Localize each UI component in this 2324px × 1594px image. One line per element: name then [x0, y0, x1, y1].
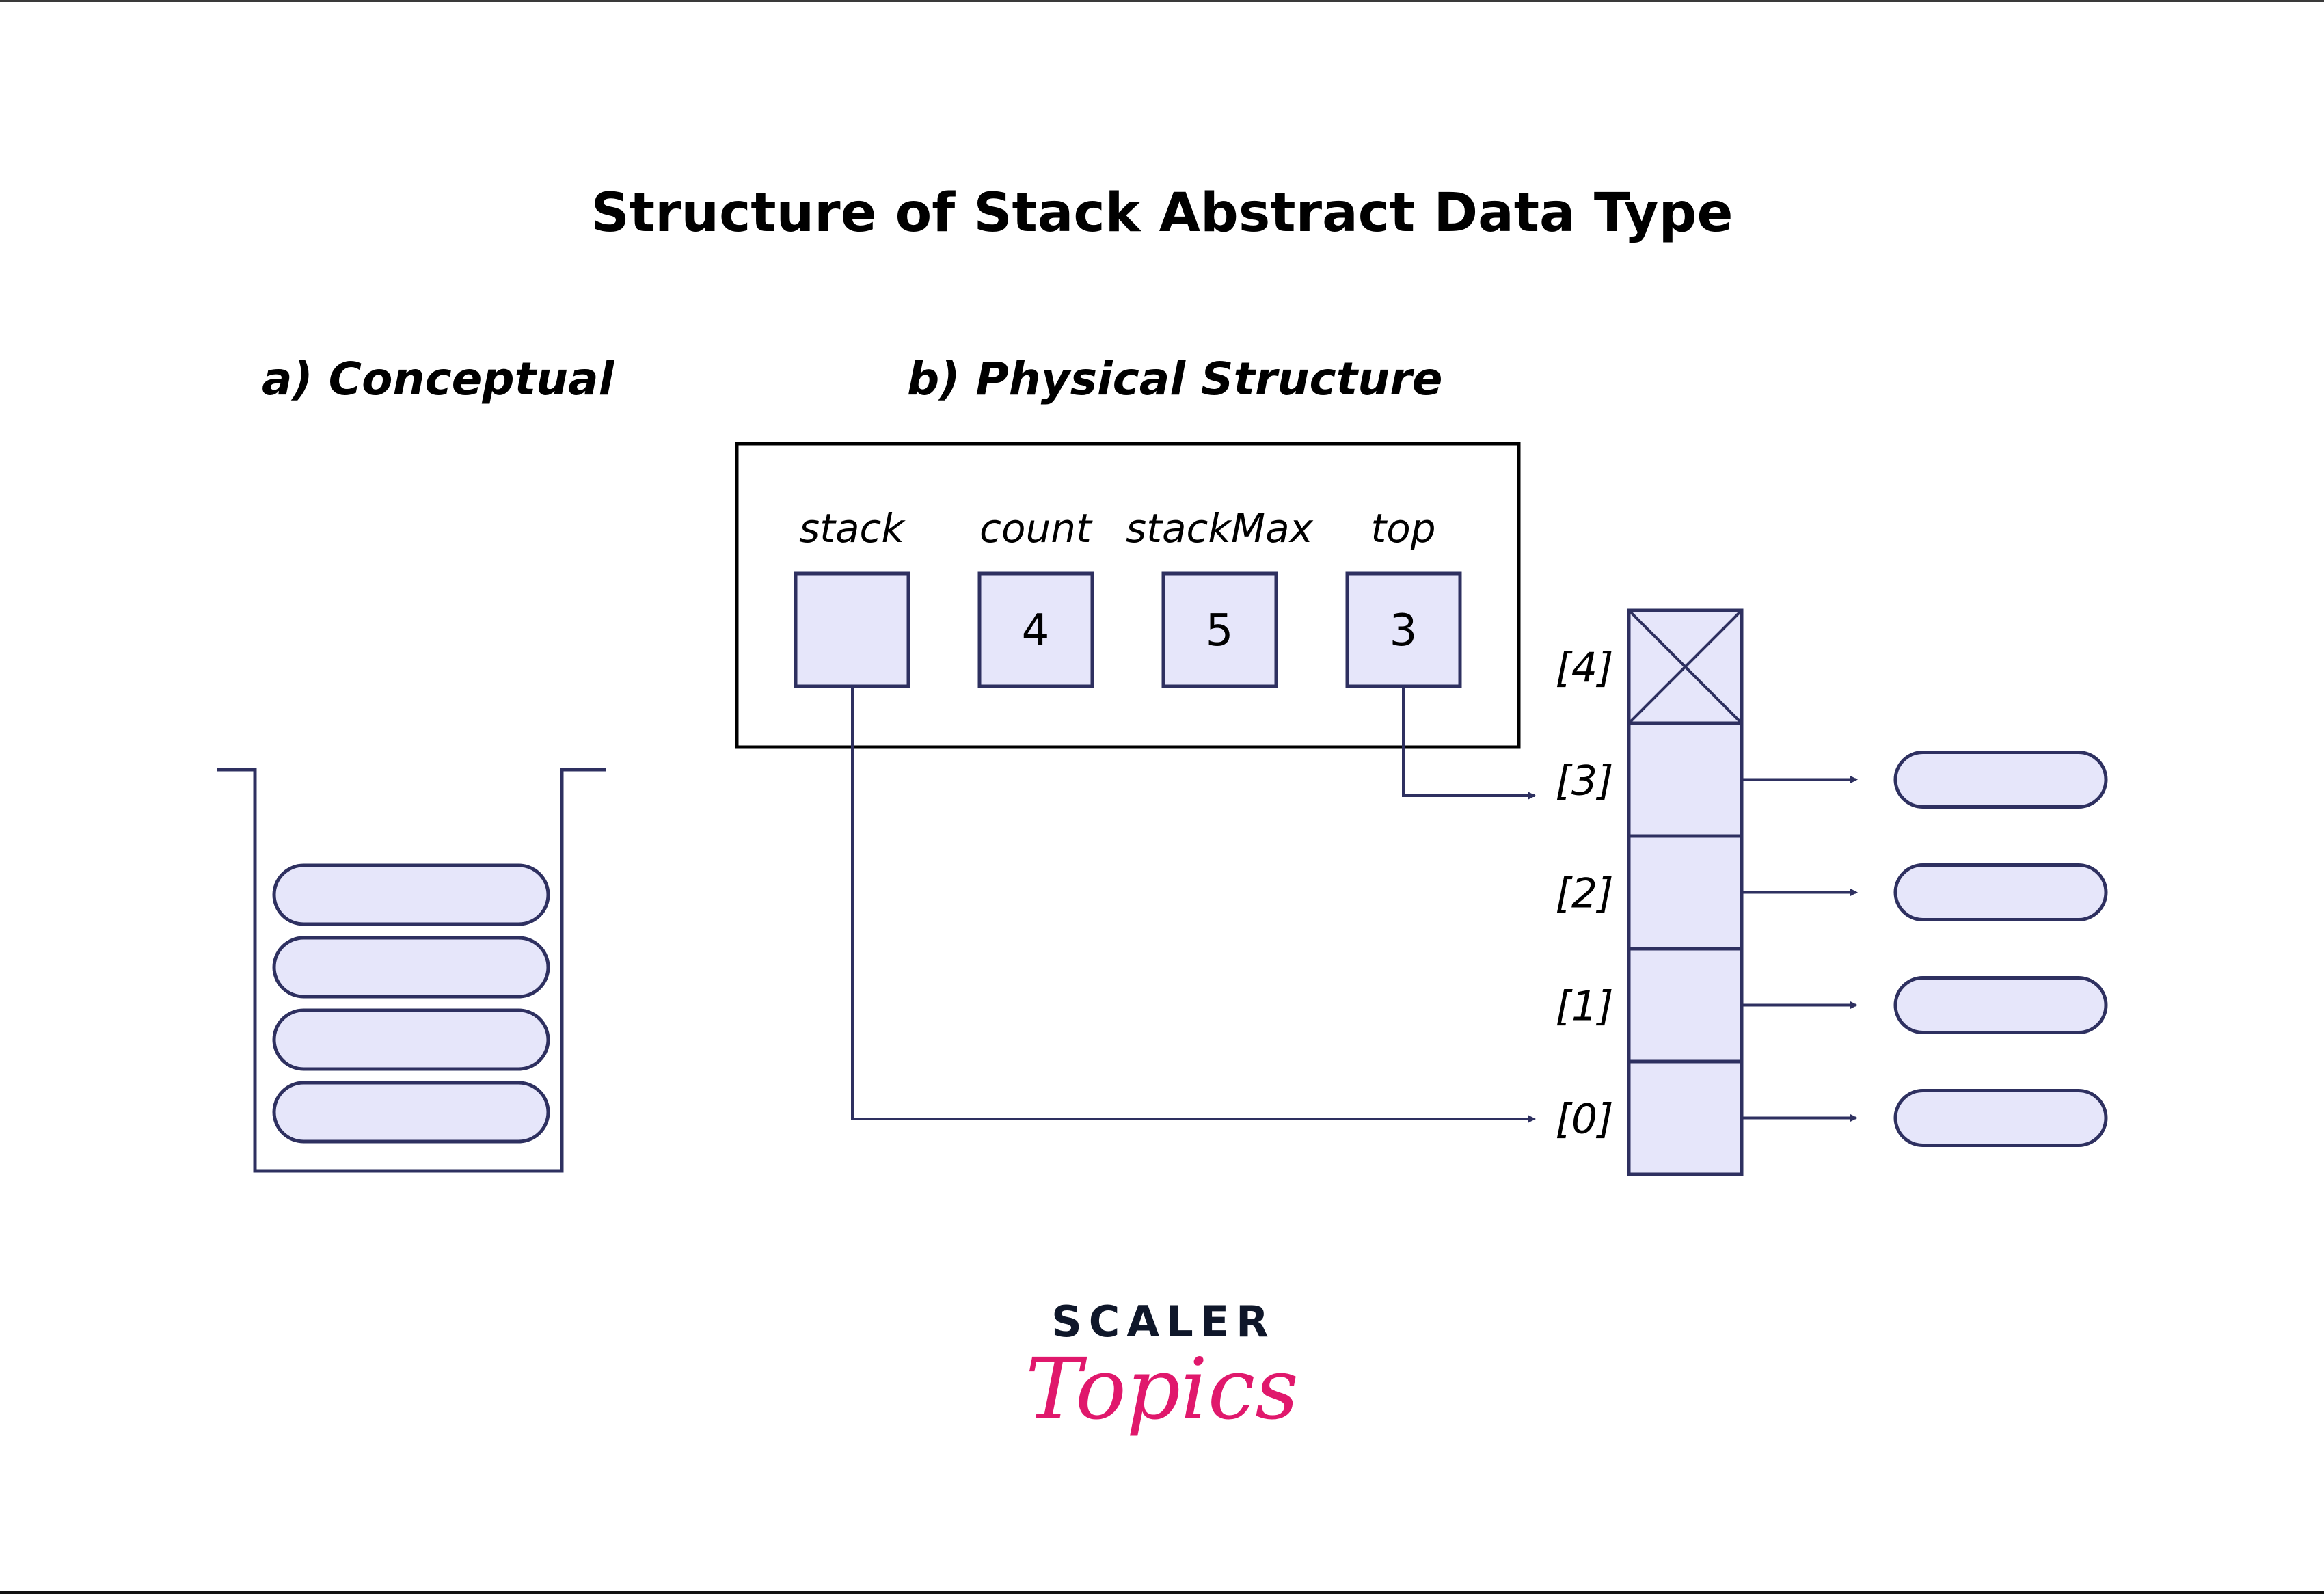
array-index-label: [2] — [1556, 870, 1614, 918]
field-box-count — [977, 571, 1094, 688]
field-label-count: count — [979, 505, 1093, 552]
empty-slot-cross-icon — [1627, 609, 1743, 725]
stack-pointer-arrow — [851, 686, 1536, 1123]
field-box-stackmax — [1161, 571, 1278, 688]
field-value-top: 3 — [1390, 606, 1418, 656]
stack-element-node — [1893, 751, 2108, 809]
scaler-topics-logo: SCALER Topics — [1025, 1297, 1299, 1439]
conceptual-label: a) Conceptual — [262, 353, 615, 405]
field-box-stack — [794, 571, 910, 688]
field-value-stackmax: 5 — [1206, 606, 1234, 656]
field-label-top: top — [1370, 505, 1435, 552]
bottom-border — [0, 1591, 2324, 1594]
conceptual-stack-container — [217, 768, 606, 1173]
field-label-stack: stack — [799, 505, 906, 552]
conceptual-stack-item — [272, 1008, 550, 1071]
stack-element-node — [1893, 1089, 2108, 1147]
field-value-count: 4 — [1022, 606, 1050, 656]
stack-head-node — [735, 442, 1521, 749]
array-cell — [1627, 947, 1744, 1064]
field-label-stackmax: stackMax — [1126, 505, 1314, 552]
array-index-label: [3] — [1556, 757, 1614, 805]
logo-scaler-text: SCALER — [1051, 1297, 1275, 1347]
top-border — [0, 0, 2324, 2]
stack-element-node — [1893, 863, 2108, 921]
physical-label: b) Physical Structure — [907, 353, 1443, 405]
stack-element-node — [1893, 976, 2108, 1034]
array-cell — [1627, 721, 1744, 838]
conceptual-stack-item — [272, 1081, 550, 1144]
diagram-title: Structure of Stack Abstract Data Type — [591, 183, 1733, 244]
array-index-label: [1] — [1556, 983, 1614, 1031]
array-index-label: [0] — [1556, 1096, 1614, 1144]
array-cell — [1627, 1059, 1744, 1176]
top-pointer-arrow — [1402, 686, 1536, 800]
conceptual-stack-item — [272, 936, 550, 999]
bucket-outline — [217, 768, 606, 1173]
field-box-top — [1345, 571, 1462, 688]
logo-topics-text: Topics — [1025, 1340, 1299, 1439]
array-cell — [1627, 834, 1744, 951]
conceptual-stack-item — [272, 863, 550, 926]
array-index-label: [4] — [1556, 645, 1614, 692]
